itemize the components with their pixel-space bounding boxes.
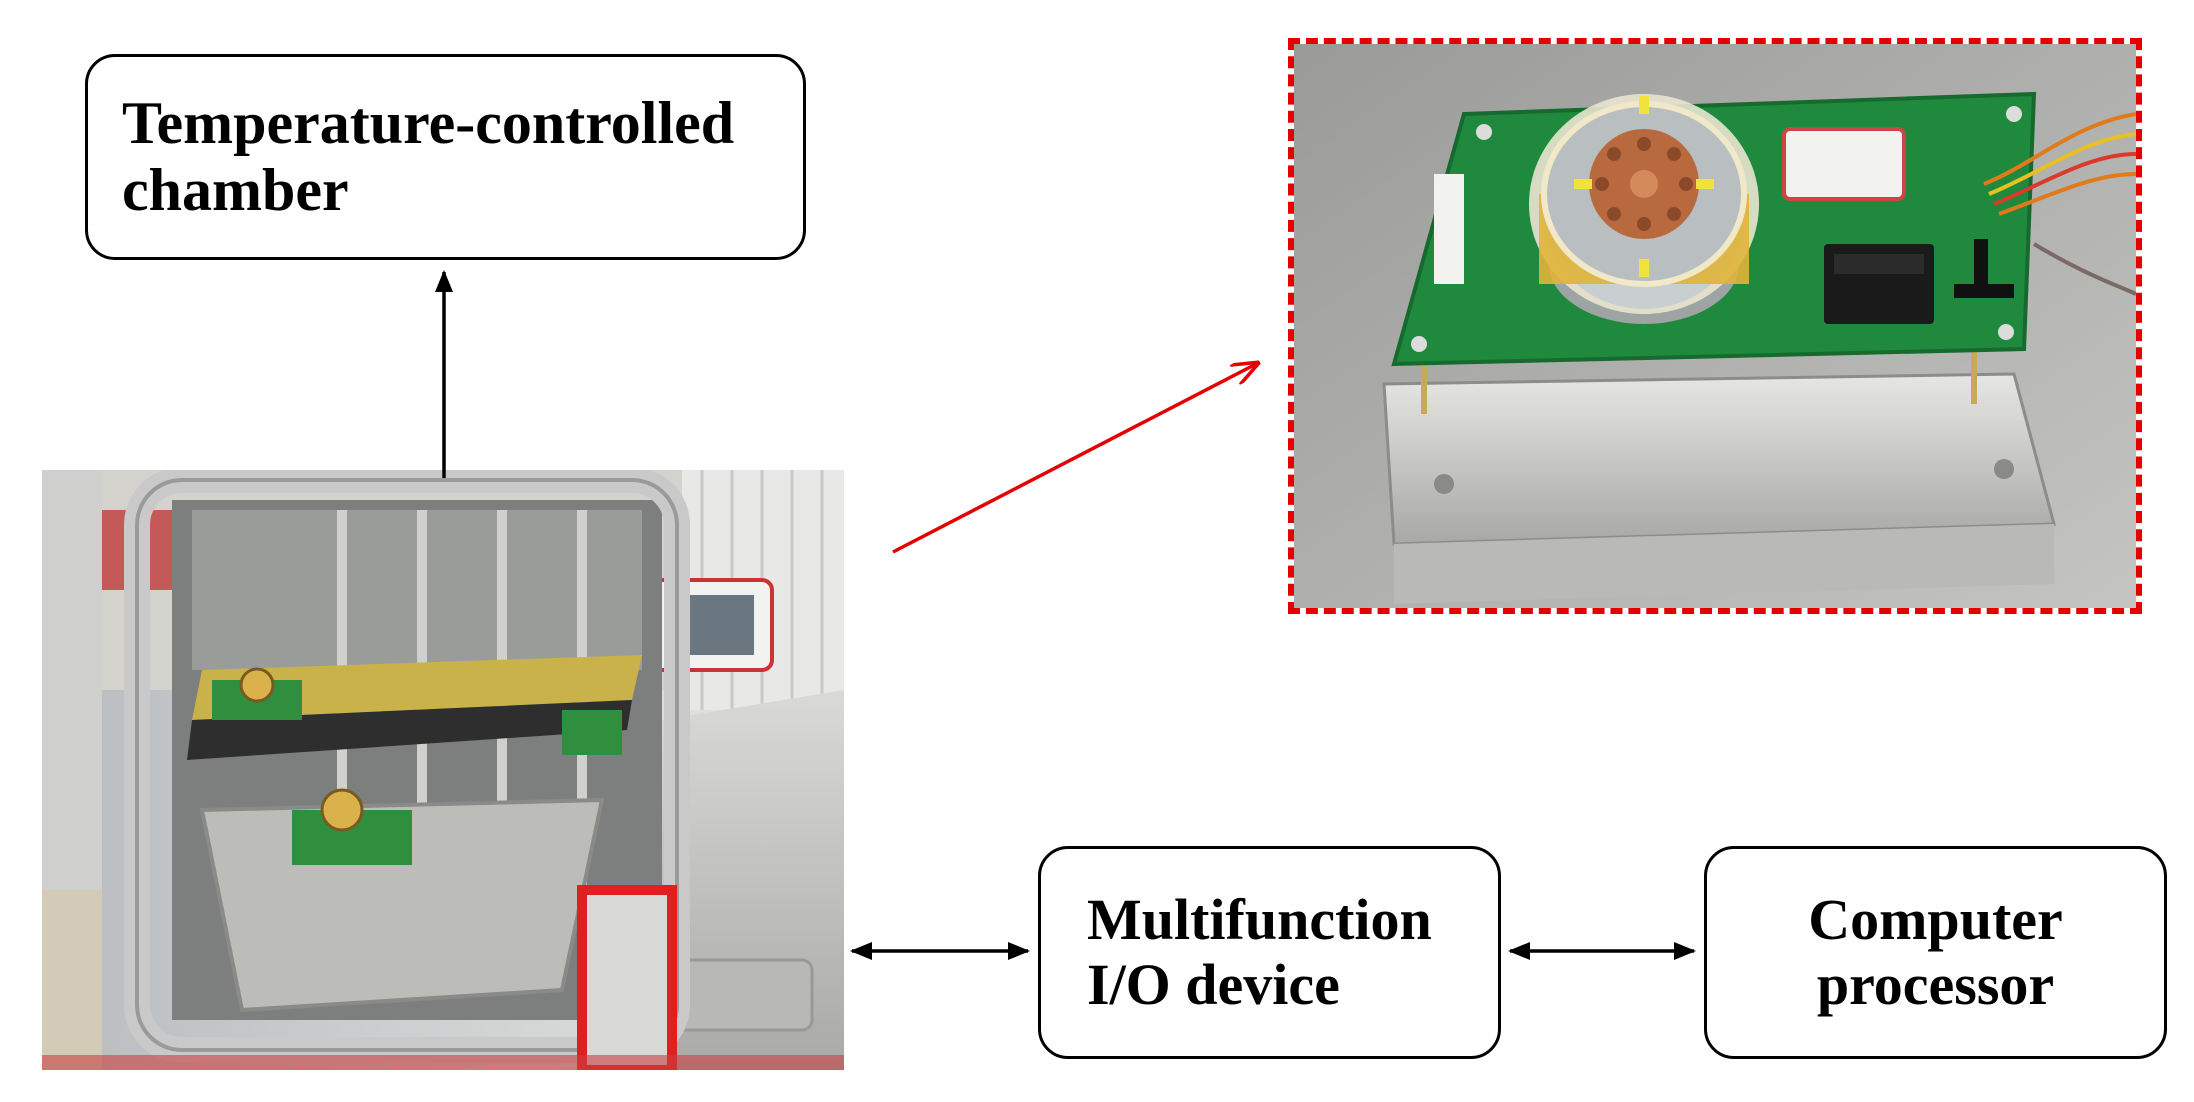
temperature-chamber-box: Temperature-controlled chamber [85,54,806,260]
chamber-label-line1: Temperature-controlled [122,89,735,156]
computer-processor-box: Computer processor [1704,846,2167,1059]
cpu-label-line2: processor [1816,951,2055,1017]
chamber-photo-image [42,470,844,1070]
sensor-board-photo-image [1294,44,2136,608]
io-label-line2: I/O device [1087,951,1340,1017]
io-device-box: Multifunction I/O device [1038,846,1501,1059]
chamber-photo [42,470,844,1070]
cpu-label-line1: Computer [1808,886,2063,952]
sensor-board-photo [1288,38,2142,614]
chamber-label-line2: chamber [122,157,349,223]
io-label-line1: Multifunction [1087,886,1432,952]
zoom-red-arrow [892,363,1258,554]
